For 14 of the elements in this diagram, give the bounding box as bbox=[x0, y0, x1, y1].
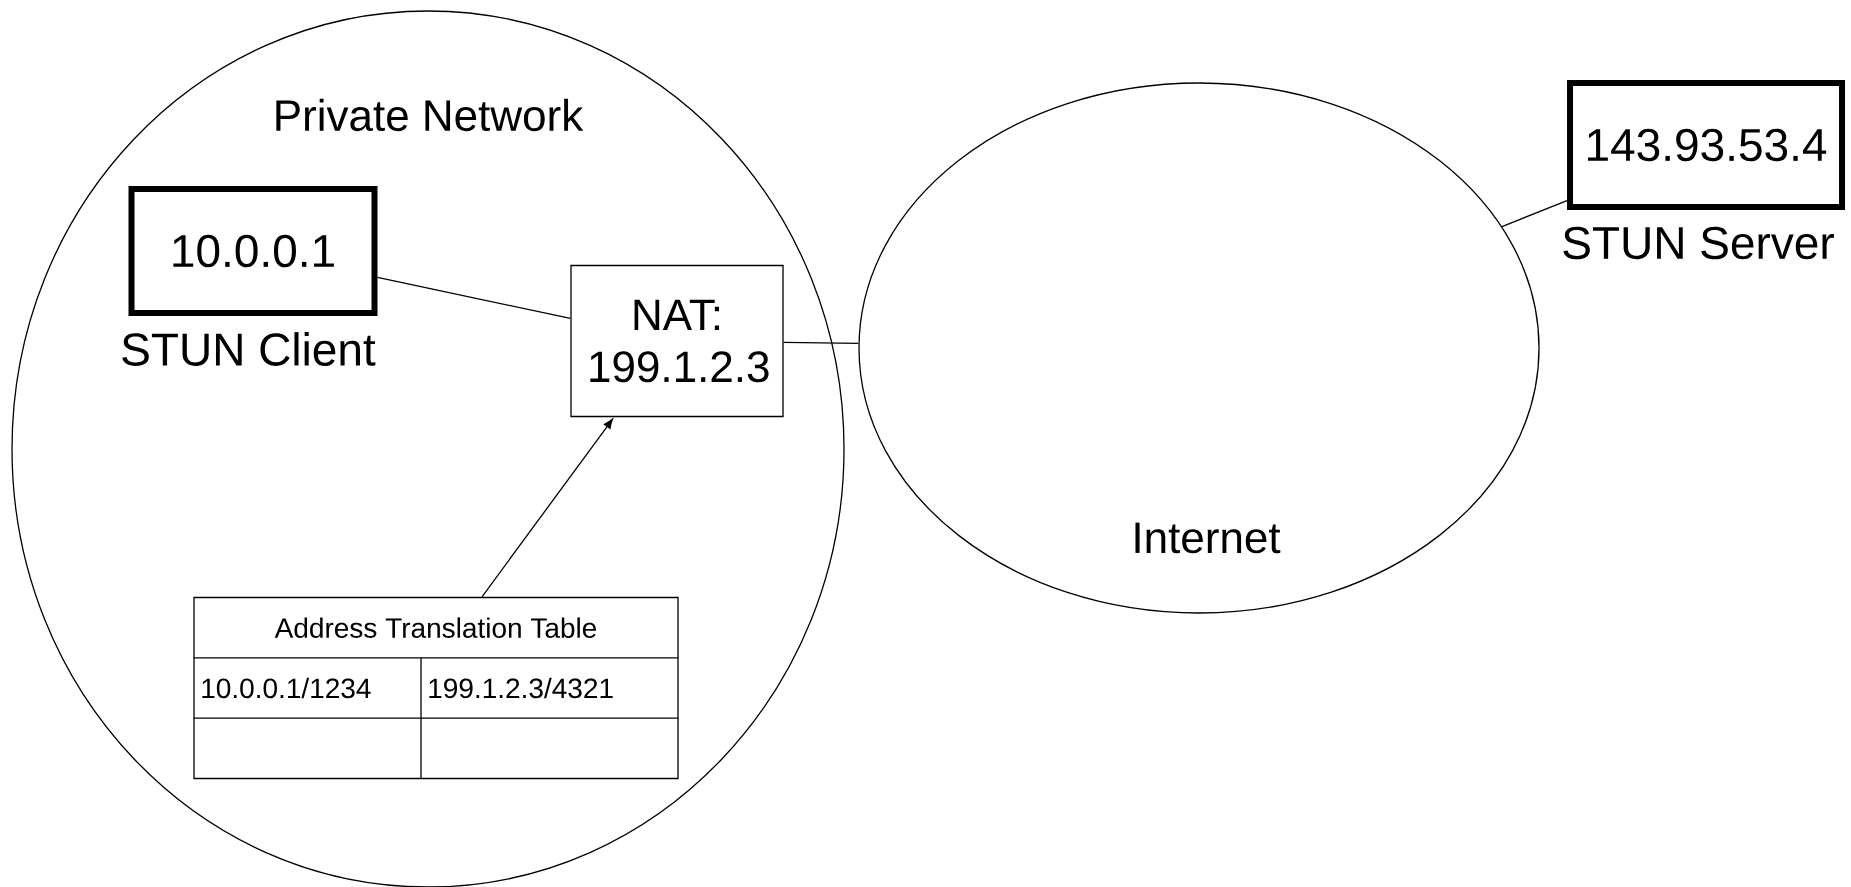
network-label: Private Network bbox=[276, 98, 584, 132]
connector-line bbox=[1501, 199, 1568, 228]
connector-line bbox=[376, 276, 571, 320]
network-label: Internet bbox=[1135, 522, 1281, 554]
table-cell: 199.1.2.3/4321 bbox=[429, 677, 613, 699]
arrow bbox=[481, 418, 614, 598]
host-box: 10.0.0.1 bbox=[128, 186, 378, 316]
host-box: 143.93.53.4 bbox=[1567, 80, 1845, 210]
connector-line bbox=[783, 341, 860, 345]
host-caption: STUN Client bbox=[122, 332, 376, 366]
table-cell: 10.0.0.1/1234 bbox=[202, 677, 371, 699]
router-box: NAT: 199.1.2.3 bbox=[570, 264, 784, 418]
table-header: Address Translation Table bbox=[274, 617, 597, 638]
host-caption: STUN Server bbox=[1563, 226, 1834, 260]
